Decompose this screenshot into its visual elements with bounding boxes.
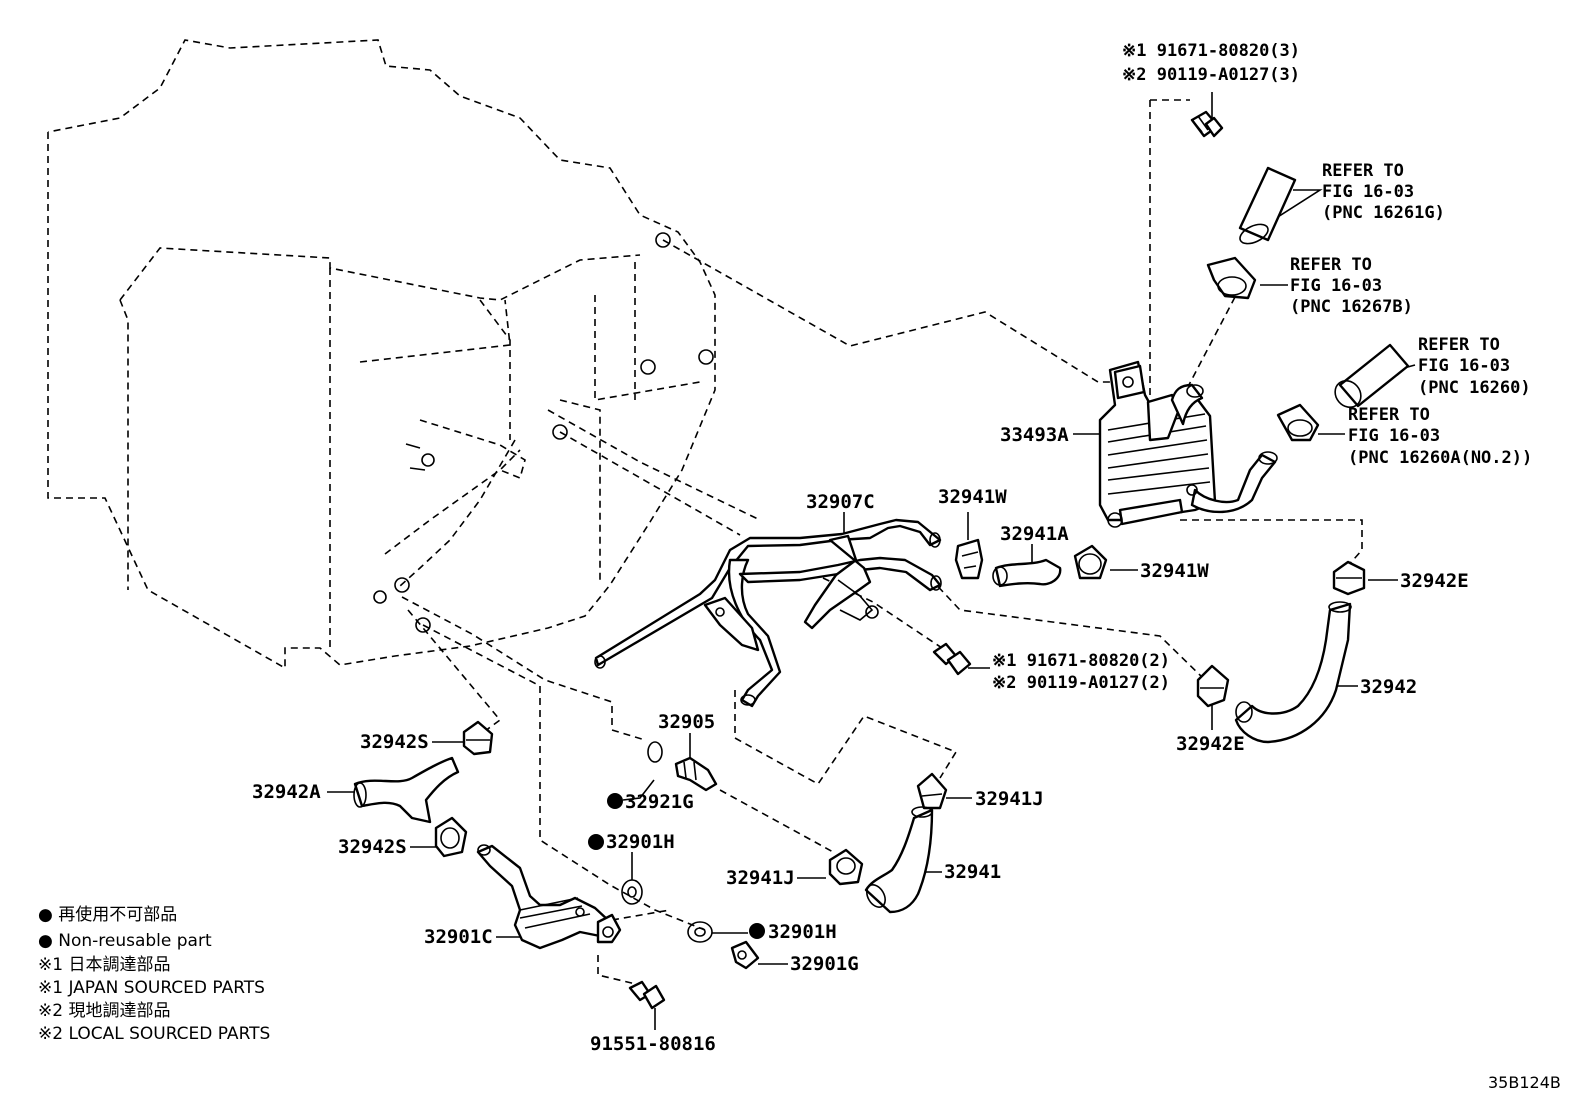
- label-32941A: 32941A: [1000, 523, 1069, 545]
- hose-refer-16260: [1334, 343, 1410, 409]
- clamp-32942S-b: [434, 816, 468, 858]
- hose-32942A: [353, 756, 460, 824]
- label-32941W-b: 32941W: [1140, 560, 1209, 582]
- refer-16261G-line1: REFER TO: [1322, 161, 1404, 181]
- label-32901G: 32901G: [790, 953, 859, 975]
- pipe-32907C: [594, 518, 942, 708]
- hose-32941: [864, 806, 934, 914]
- clamp-32941W-a: [954, 538, 984, 580]
- clamp-32942S-a: [462, 720, 494, 756]
- label-32941J-a: 32941J: [975, 788, 1044, 810]
- refer-16260A-line2: FIG 16-03: [1348, 426, 1440, 446]
- label-32921G: 32921G: [625, 791, 694, 813]
- label-32901H-a: 32901H: [606, 831, 675, 853]
- clamp-32941J-a: [916, 772, 948, 810]
- legend-line-2: ● Non-reusable part: [38, 931, 212, 951]
- hose-32941A: [992, 558, 1062, 588]
- bolt-top-label-2: ※2 90119-A0127(3): [1122, 65, 1300, 85]
- bolt-top-label-1: ※1 91671-80820(3): [1122, 41, 1300, 61]
- clamp-32941W-b: [1073, 544, 1108, 580]
- refer-16260-line1: REFER TO: [1418, 335, 1500, 355]
- clamp-32942E-b: [1196, 664, 1230, 708]
- label-32907C: 32907C: [806, 491, 875, 513]
- label-32942S-a: 32942S: [360, 731, 429, 753]
- label-32941J-b: 32941J: [726, 867, 795, 889]
- label-33493A: 33493A: [1000, 424, 1069, 446]
- non-reusable-markers: [588, 793, 765, 939]
- label-32901C: 32901C: [424, 926, 493, 948]
- gasket-32921G: [647, 741, 663, 763]
- legend: ● 再使用不可部品 ● Non-reusable part ※1 日本調達部品 …: [38, 904, 270, 1044]
- clamp-refer-16267B: [1206, 256, 1257, 300]
- refer-16260-line3: (PNC 16260): [1418, 378, 1531, 398]
- clamp-refer-16260A: [1276, 403, 1320, 442]
- bolt-mid: [932, 642, 972, 676]
- gasket-32901H-a: [621, 879, 643, 905]
- label-32942: 32942: [1360, 676, 1417, 698]
- legend-line-4: ※1 JAPAN SOURCED PARTS: [38, 978, 265, 998]
- label-32941W-a: 32941W: [938, 486, 1007, 508]
- gasket-32901H-b: [687, 921, 713, 943]
- legend-line-1: ● 再使用不可部品: [38, 904, 177, 925]
- legend-line-5: ※2 現地調達部品: [38, 1001, 170, 1021]
- label-32942E-a: 32942E: [1400, 570, 1469, 592]
- part-labels: ※1 91671-80820(3) ※2 90119-A0127(3) REFE…: [252, 41, 1532, 1055]
- oil-cooler-33493A: [1098, 360, 1278, 528]
- label-32942A: 32942A: [252, 781, 321, 803]
- hose-32942: [1234, 601, 1352, 744]
- label-32942E-b: 32942E: [1176, 733, 1245, 755]
- diagram-code: 35B124B: [1488, 1073, 1561, 1092]
- refer-16260A-line3: (PNC 16260A(NO.2)): [1348, 448, 1532, 468]
- refer-16267B-line3: (PNC 16267B): [1290, 297, 1413, 317]
- bolt-mid-label-1: ※1 91671-80820(2): [992, 651, 1170, 671]
- clamp-32942E-a: [1332, 560, 1366, 596]
- bolt-91551-80816: [628, 980, 666, 1010]
- refer-16261G-line2: FIG 16-03: [1322, 182, 1414, 202]
- label-32901H-b: 32901H: [768, 921, 837, 943]
- label-32941: 32941: [944, 861, 1001, 883]
- transmission-housing: [47, 39, 716, 670]
- clamp-32941J-b: [828, 848, 864, 886]
- union-nut-32901G-left: [596, 913, 622, 944]
- refer-16260A-line1: REFER TO: [1348, 405, 1430, 425]
- label-32905: 32905: [658, 711, 715, 733]
- refer-16267B-line2: FIG 16-03: [1290, 276, 1382, 296]
- label-91551-80816: 91551-80816: [590, 1033, 716, 1055]
- pipe-32901C: [476, 844, 610, 950]
- leader-lines: [327, 92, 1416, 1030]
- housing-mount-holes: [373, 232, 714, 633]
- sensor-32905: [674, 756, 718, 792]
- union-bolt-32901G: [730, 940, 760, 970]
- refer-16261G-line3: (PNC 16261G): [1322, 203, 1445, 223]
- refer-16260-line2: FIG 16-03: [1418, 356, 1510, 376]
- hose-refer-16261G: [1238, 166, 1297, 245]
- legend-line-3: ※1 日本調達部品: [38, 955, 170, 975]
- refer-16267B-line1: REFER TO: [1290, 255, 1372, 275]
- legend-line-6: ※2 LOCAL SOURCED PARTS: [38, 1024, 270, 1044]
- label-32942S-b: 32942S: [338, 836, 407, 858]
- bolt-mid-label-2: ※2 90119-A0127(2): [992, 673, 1170, 693]
- bolt-top: [1190, 110, 1224, 138]
